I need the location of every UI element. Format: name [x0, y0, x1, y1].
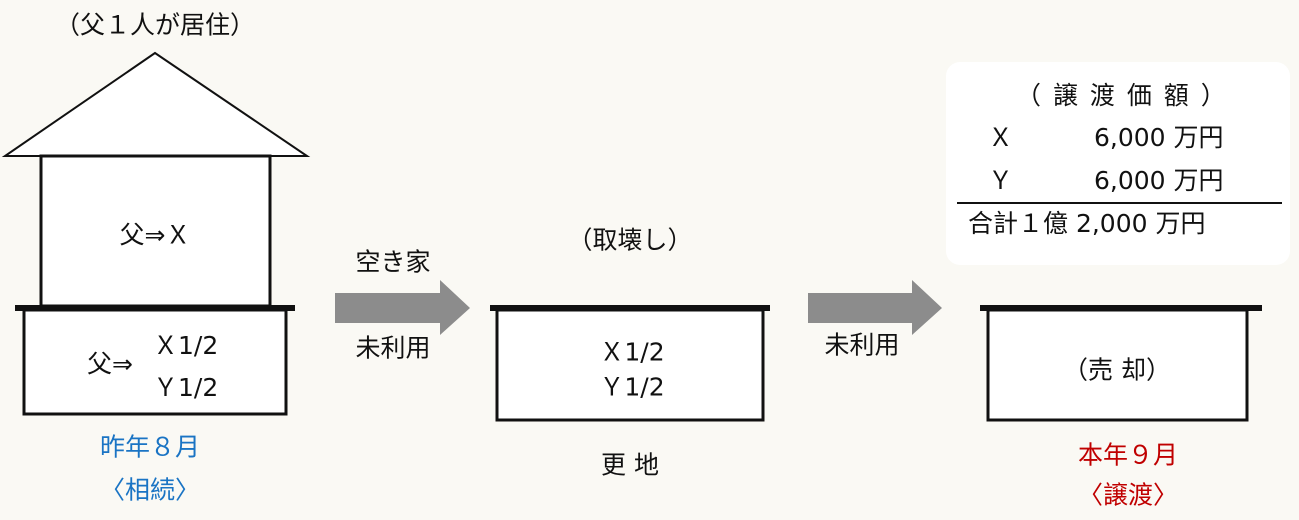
- arrow-right-icon: [335, 280, 470, 335]
- transfer-event: 〈譲渡〉: [1077, 480, 1179, 510]
- arrow1-bottom-label: 未利用: [355, 333, 431, 363]
- price-row-name: Ｘ: [988, 123, 1014, 152]
- arrow-right-icon: [808, 280, 942, 335]
- building-owner-label: 父⇒Ｘ: [119, 220, 191, 250]
- house-caption: （父１人が居住）: [54, 10, 256, 40]
- price-row-amount: 6,000 万円: [1094, 166, 1224, 195]
- price-box-title: （ 譲 渡 価 額 ）: [1016, 81, 1226, 110]
- middle-share-x: Ｘ1/2: [599, 337, 665, 367]
- demolition-caption: （取壊し）: [567, 225, 693, 255]
- vacant-land-box: [495, 308, 765, 422]
- arrow2-label: 未利用: [824, 330, 900, 360]
- land-share-y: Ｙ1/2: [153, 373, 219, 402]
- transfer-price-box: （ 譲 渡 価 額 ） Ｘ 6,000 万円 Ｙ 6,000 万円 合計１億 2…: [946, 62, 1290, 265]
- arrow1-top-label: 空き家: [355, 247, 431, 277]
- sale-box: [986, 308, 1249, 422]
- inheritance-date: 昨年８月: [99, 432, 201, 462]
- house-building: [39, 154, 272, 308]
- inheritance-event: 〈相続〉: [99, 475, 201, 505]
- vacant-land-label: 更 地: [601, 450, 659, 480]
- land-prefix: 父⇒: [87, 349, 133, 379]
- total-divider: [957, 202, 1282, 204]
- house-roof: [1, 51, 311, 157]
- price-total: 合計１億 2,000 万円: [968, 209, 1206, 238]
- sale-label: （売 却）: [1063, 355, 1171, 385]
- middle-share-y: Ｙ1/2: [599, 372, 665, 402]
- price-row-amount: 6,000 万円: [1094, 123, 1224, 152]
- transfer-date: 本年９月: [1077, 440, 1179, 470]
- price-row-name: Ｙ: [988, 166, 1014, 195]
- land-share-x: Ｘ1/2: [153, 331, 219, 360]
